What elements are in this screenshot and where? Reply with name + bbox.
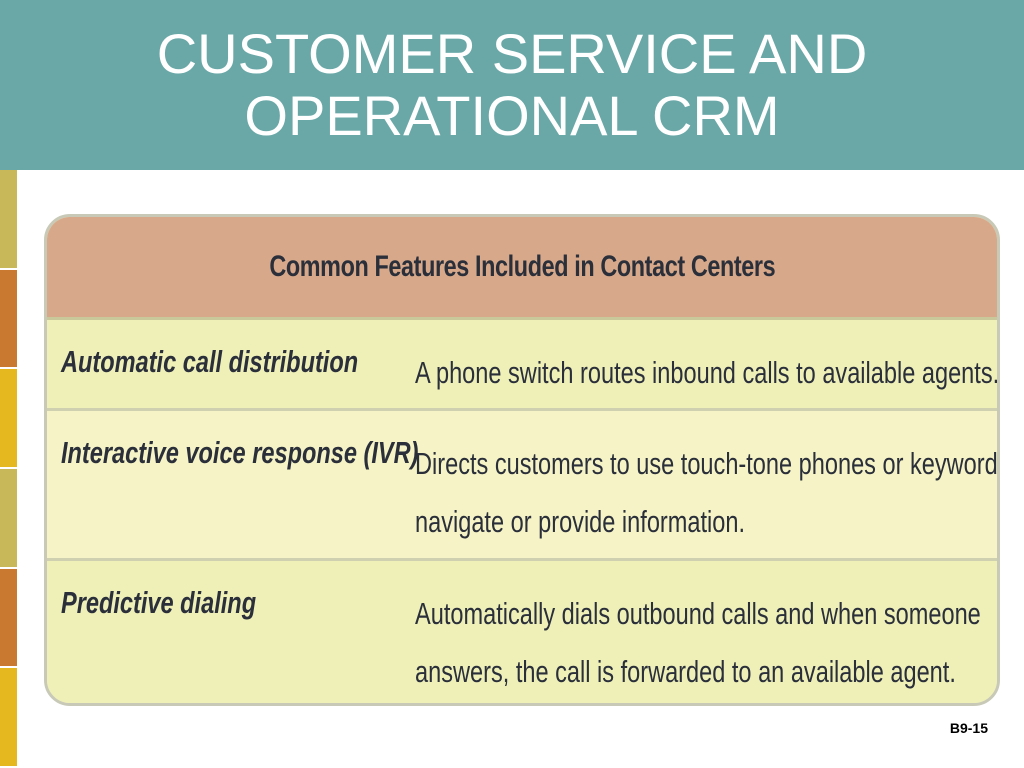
table-row: Predictive dialing Automatically dials o… <box>47 561 997 703</box>
slide-title: CUSTOMER SERVICE AND OPERATIONAL CRM <box>62 23 962 147</box>
slide-title-line-1: CUSTOMER SERVICE AND <box>156 22 868 85</box>
slide-number: B9-15 <box>949 720 988 736</box>
table-row: Interactive voice response (IVR) Directs… <box>47 411 997 561</box>
feature-name: Interactive voice response (IVR) <box>61 435 419 470</box>
side-strip-segment <box>0 369 17 470</box>
description-line: navigate or provide information. <box>415 504 746 539</box>
table-row: Automatic call distribution A phone swit… <box>47 320 997 411</box>
table-header-text: Common Features Included in Contact Cent… <box>269 250 775 283</box>
slide-title-line-2: OPERATIONAL CRM <box>244 84 780 147</box>
side-strip-segment <box>0 269 17 370</box>
feature-description: Directs customers to use touch-tone phon… <box>415 435 1000 551</box>
table-header: Common Features Included in Contact Cent… <box>47 217 997 320</box>
title-bar: CUSTOMER SERVICE AND OPERATIONAL CRM <box>0 0 1024 170</box>
description-line: answers, the call is forwarded to an ava… <box>415 654 956 689</box>
feature-description: A phone switch routes inbound calls to a… <box>415 344 1000 402</box>
description-line: A phone switch routes inbound calls to a… <box>415 355 1000 390</box>
side-strip-segment <box>0 568 17 669</box>
side-strip-segment <box>0 469 17 569</box>
features-table: Common Features Included in Contact Cent… <box>44 214 1000 706</box>
description-line: Automatically dials outbound calls and w… <box>415 596 981 631</box>
feature-name: Automatic call distribution <box>61 344 359 379</box>
feature-description: Automatically dials outbound calls and w… <box>415 585 981 701</box>
side-strip-segment <box>0 668 17 768</box>
description-line: Directs customers to use touch-tone phon… <box>415 446 1000 481</box>
decorative-side-strip <box>0 170 17 768</box>
feature-name: Predictive dialing <box>61 585 257 620</box>
side-strip-segment <box>0 170 17 270</box>
